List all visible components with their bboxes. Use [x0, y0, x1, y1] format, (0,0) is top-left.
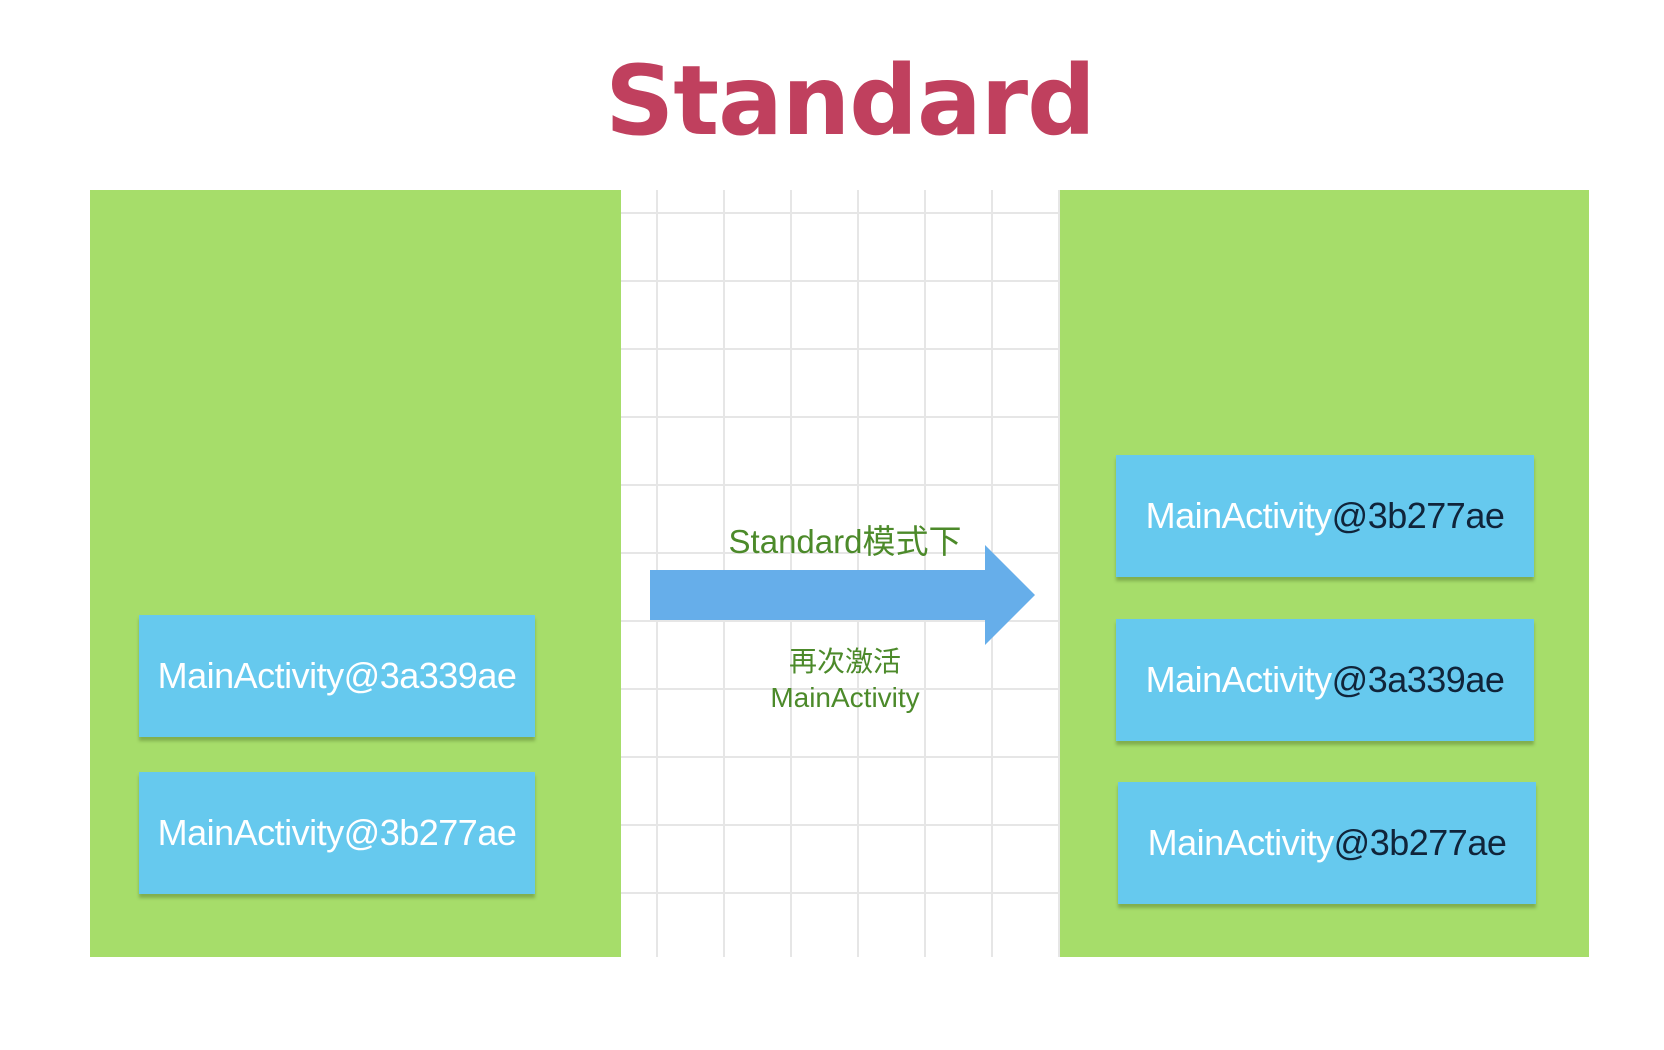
activity-hash: @3a339ae	[1331, 659, 1505, 700]
mode-label: Standard模式下	[728, 523, 962, 560]
activity-card-bottom: MainActivity@3b277ae	[139, 772, 535, 894]
transition-arrow-icon	[650, 545, 1035, 645]
action-label-line1: 再次激活	[788, 646, 901, 677]
activity-name: MainActivity	[157, 812, 345, 853]
activity-card-bottom: MainActivity@3b277ae	[1118, 782, 1536, 904]
task-stack-after: MainActivity@3b277ae MainActivity@3a339a…	[1060, 190, 1589, 957]
action-label: 再次激活 MainActivity	[730, 644, 960, 716]
activity-name: MainActivity	[1147, 822, 1335, 863]
activity-name: MainActivity	[1145, 659, 1333, 700]
activity-name: MainActivity	[1145, 495, 1333, 536]
activity-hash: @3b277ae	[1333, 822, 1507, 863]
diagram-title: Standard	[605, 45, 1096, 157]
activity-card-middle: MainActivity@3a339ae	[1116, 619, 1534, 741]
activity-hash: @3a339ae	[343, 655, 517, 696]
activity-name: MainActivity	[157, 655, 345, 696]
task-stack-before: MainActivity@3a339ae MainActivity@3b277a…	[90, 190, 621, 957]
activity-card-top: MainActivity@3a339ae	[139, 615, 535, 737]
activity-card-top: MainActivity@3b277ae	[1116, 455, 1534, 577]
activity-hash: @3b277ae	[1331, 495, 1505, 536]
activity-hash: @3b277ae	[343, 812, 517, 853]
action-label-line2: MainActivity	[770, 682, 920, 713]
